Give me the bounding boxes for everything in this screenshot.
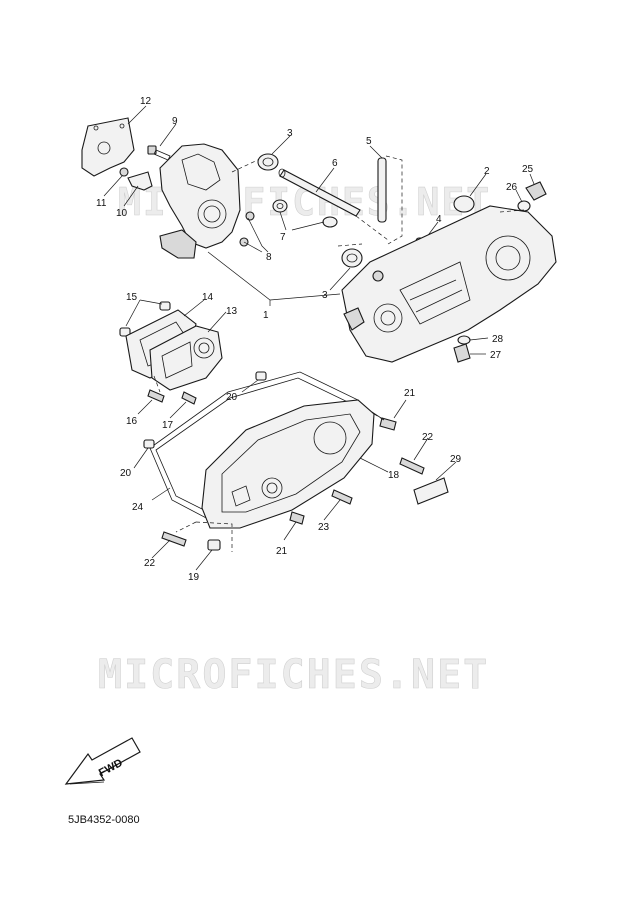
callout-7: 7: [280, 232, 286, 243]
part-17-bolt[interactable]: [181, 391, 197, 405]
part-18-crankcase-cover[interactable]: [201, 399, 375, 529]
callout-27: 27: [490, 350, 502, 361]
part-23-bolt[interactable]: [331, 489, 353, 505]
part-26-o-ring[interactable]: [517, 200, 531, 212]
callout-8: 8: [266, 252, 272, 263]
part-19-dowel[interactable]: [207, 539, 221, 551]
callout-21-upper: 21: [404, 388, 416, 399]
callout-1: 1: [263, 310, 269, 321]
callout-6: 6: [332, 158, 338, 169]
fwd-arrow-icon: [64, 737, 141, 785]
part-6-shaft[interactable]: [278, 168, 361, 217]
crankcase-left-half[interactable]: [159, 143, 255, 259]
diagram-code: 5JB4352-0080: [68, 814, 140, 826]
part-9-bolt[interactable]: [147, 145, 171, 161]
callout-20-lower: 20: [120, 468, 132, 479]
callout-2: 2: [484, 166, 490, 177]
callout-26: 26: [506, 182, 518, 193]
callout-21-lower: 21: [276, 546, 288, 557]
part-21-bolt-lower[interactable]: [289, 511, 305, 525]
callout-14: 14: [202, 292, 214, 303]
part-29-label[interactable]: [413, 477, 449, 505]
part-15-dowel-pins[interactable]: [119, 301, 171, 337]
part-27-drain-plug[interactable]: [453, 343, 471, 363]
callout-22-lower: 22: [144, 558, 156, 569]
callout-22-right: 22: [422, 432, 434, 443]
part-22-bolt-lower[interactable]: [161, 531, 187, 547]
part-3-bearing-upper[interactable]: [257, 153, 279, 171]
part-10-11-clip[interactable]: [119, 167, 153, 191]
part-2-bearing[interactable]: [453, 195, 475, 213]
callout-labels: 1 2 3 3 4 5 6 7 8 9 10 11 12 13 14 15 16…: [96, 96, 534, 583]
crankcase-right-half[interactable]: [341, 205, 557, 363]
fwd-arrow: FWD: [64, 737, 141, 785]
callout-3-lower: 3: [322, 290, 328, 301]
watermark-bottom: MICROFICHES.NET: [98, 652, 489, 698]
part-5-pin[interactable]: [377, 157, 387, 223]
callout-15: 15: [126, 292, 138, 303]
part-13-cover[interactable]: [149, 325, 223, 391]
callout-24: 24: [132, 502, 144, 513]
callout-18: 18: [388, 470, 400, 481]
callout-13: 13: [226, 306, 238, 317]
callout-16: 16: [126, 416, 138, 427]
callout-11: 11: [96, 198, 107, 209]
callout-28: 28: [492, 334, 504, 345]
part-7-seals[interactable]: [272, 199, 338, 228]
part-25-oil-plug[interactable]: [525, 181, 547, 201]
callout-10: 10: [116, 208, 128, 219]
callout-25: 25: [522, 164, 534, 175]
part-20-dowel-lower[interactable]: [143, 439, 155, 449]
part-28-washer[interactable]: [457, 335, 471, 345]
part-12-gasket-plate[interactable]: [81, 117, 135, 177]
callout-4: 4: [436, 214, 442, 225]
callout-29: 29: [450, 454, 462, 465]
callout-12: 12: [140, 96, 152, 107]
part-16-bolt[interactable]: [147, 389, 165, 403]
callout-3-upper: 3: [287, 128, 293, 139]
callout-5: 5: [366, 136, 372, 147]
callout-19: 19: [188, 572, 200, 583]
part-22-bolt-right[interactable]: [399, 457, 425, 475]
callout-9: 9: [172, 116, 178, 127]
part-3-bearing-lower[interactable]: [341, 248, 363, 268]
part-20-dowel-upper[interactable]: [255, 371, 267, 381]
callout-23: 23: [318, 522, 330, 533]
callout-17: 17: [162, 420, 174, 431]
callout-20-upper: 20: [226, 392, 238, 403]
part-21-bolt-upper[interactable]: [371, 411, 397, 431]
